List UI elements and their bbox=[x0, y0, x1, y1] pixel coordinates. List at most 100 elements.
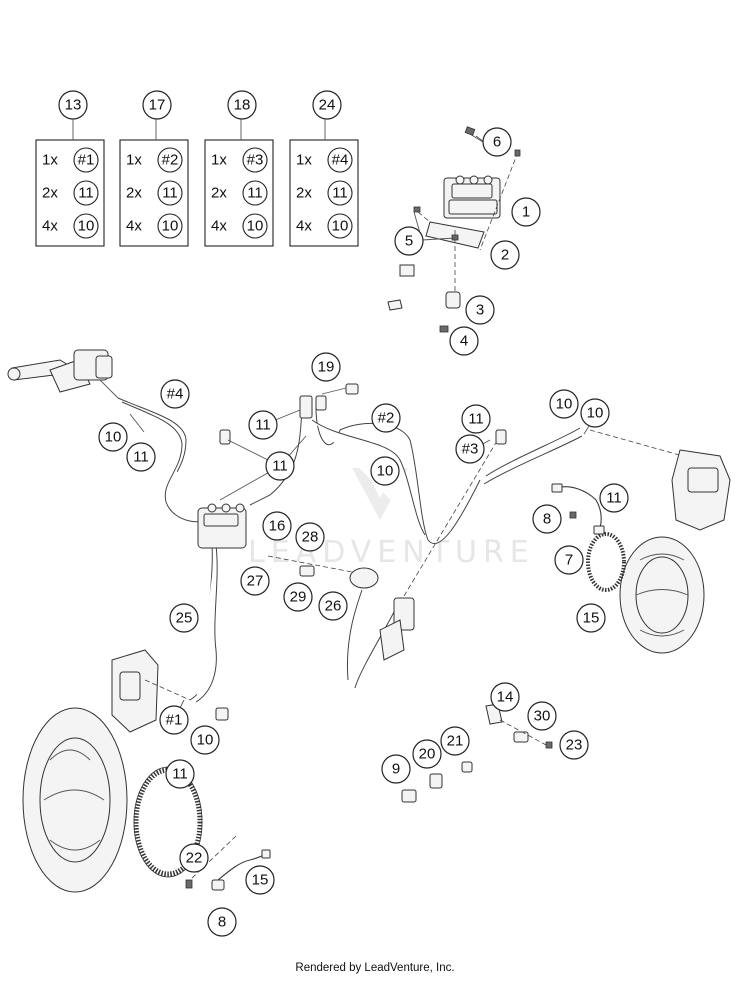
svg-text:6: 6 bbox=[493, 134, 501, 151]
kit-qty: 4x bbox=[42, 218, 58, 235]
kit-ref: 11 bbox=[247, 185, 263, 202]
kit-ref: #4 bbox=[332, 152, 349, 169]
svg-text:15: 15 bbox=[252, 872, 269, 889]
kit-ref: 10 bbox=[332, 218, 349, 235]
callout-11: 11 bbox=[165, 759, 195, 789]
callout-4: 4 bbox=[449, 326, 479, 356]
svg-text:11: 11 bbox=[606, 490, 622, 507]
kit-qty: 2x bbox=[42, 185, 58, 202]
kit-label: 13 bbox=[58, 90, 88, 120]
svg-text:10: 10 bbox=[587, 405, 604, 422]
callout-28: 28 bbox=[295, 522, 325, 552]
svg-text:13: 13 bbox=[65, 97, 82, 114]
callout-5: 5 bbox=[394, 226, 424, 256]
watermark-text: LEADVENTURE bbox=[248, 535, 535, 570]
kit-ref: 10 bbox=[162, 218, 179, 235]
svg-text:10: 10 bbox=[377, 463, 394, 480]
callout-8: 8 bbox=[532, 504, 562, 534]
abs-hydraulic-unit bbox=[197, 383, 359, 549]
rear-brake bbox=[551, 429, 731, 654]
kit-label: 18 bbox=[227, 90, 257, 120]
svg-text:1: 1 bbox=[522, 204, 530, 221]
kit-ref: 10 bbox=[247, 218, 264, 235]
kit-qty: 2x bbox=[126, 185, 142, 202]
kit-ref: 11 bbox=[162, 185, 178, 202]
callout-15: 15 bbox=[576, 603, 606, 633]
svg-text:4: 4 bbox=[460, 333, 468, 350]
callout-9: 9 bbox=[381, 754, 411, 784]
front-master-cylinder bbox=[7, 349, 119, 399]
callout-11: 11 bbox=[248, 410, 278, 440]
callout-19: 19 bbox=[311, 352, 341, 382]
callout-10: 10 bbox=[98, 422, 128, 452]
callout-2: 2 bbox=[490, 240, 520, 270]
kit-qty: 2x bbox=[296, 185, 312, 202]
rear-master-cylinder bbox=[267, 429, 507, 661]
svg-text:21: 21 bbox=[447, 733, 464, 750]
kit-ref: 11 bbox=[78, 185, 94, 202]
callout-30: 30 bbox=[527, 701, 557, 731]
callout-ref-1: #1 bbox=[159, 705, 189, 735]
kit-ref: #1 bbox=[78, 152, 95, 169]
svg-text:28: 28 bbox=[302, 529, 319, 546]
kit-qty: 4x bbox=[296, 218, 312, 235]
callout-11: 11 bbox=[599, 483, 629, 513]
svg-text:3: 3 bbox=[476, 302, 484, 319]
callout-10: 10 bbox=[549, 389, 579, 419]
svg-text:17: 17 bbox=[149, 97, 166, 114]
callout-16: 16 bbox=[262, 511, 292, 541]
svg-text:24: 24 bbox=[319, 97, 336, 114]
svg-text:9: 9 bbox=[392, 761, 400, 778]
callout-20: 20 bbox=[412, 739, 442, 769]
callout-11: 11 bbox=[126, 442, 156, 472]
svg-text:14: 14 bbox=[497, 689, 514, 706]
svg-text:26: 26 bbox=[325, 598, 342, 615]
callout-22: 22 bbox=[179, 843, 209, 873]
svg-text:#1: #1 bbox=[166, 712, 183, 729]
callout-ref-4: #4 bbox=[160, 379, 190, 409]
svg-text:18: 18 bbox=[234, 97, 251, 114]
svg-text:30: 30 bbox=[534, 708, 551, 725]
callout-10: 10 bbox=[580, 398, 610, 428]
callout-15: 15 bbox=[245, 865, 275, 895]
callout-11: 11 bbox=[461, 404, 491, 434]
svg-text:8: 8 bbox=[218, 914, 226, 931]
kit-qty: 2x bbox=[211, 185, 227, 202]
svg-text:2: 2 bbox=[501, 247, 509, 264]
callout-7: 7 bbox=[554, 545, 584, 575]
svg-text:11: 11 bbox=[272, 458, 288, 475]
footer-credit: Rendered by LeadVenture, Inc. bbox=[295, 962, 455, 974]
kit-ref: 11 bbox=[332, 185, 348, 202]
callout-10: 10 bbox=[370, 456, 400, 486]
svg-text:#4: #4 bbox=[167, 386, 184, 403]
kit-ref: #3 bbox=[247, 152, 264, 169]
svg-text:#2: #2 bbox=[378, 410, 395, 427]
svg-text:7: 7 bbox=[565, 552, 573, 569]
svg-text:23: 23 bbox=[566, 737, 583, 754]
kit-label: 17 bbox=[142, 90, 172, 120]
front-brake bbox=[22, 649, 271, 893]
svg-text:11: 11 bbox=[468, 411, 484, 428]
svg-text:25: 25 bbox=[176, 610, 193, 627]
svg-text:8: 8 bbox=[543, 511, 551, 528]
kit-qty: 1x bbox=[126, 152, 142, 169]
svg-text:15: 15 bbox=[583, 610, 600, 627]
callout-ref-3: #3 bbox=[455, 434, 485, 464]
part-callouts: 61523419#4#21111101110#31110101187151628… bbox=[98, 127, 629, 937]
callout-1: 1 bbox=[511, 197, 541, 227]
callout-27: 27 bbox=[240, 566, 270, 596]
svg-text:10: 10 bbox=[197, 732, 214, 749]
kit-ref: #2 bbox=[162, 152, 179, 169]
svg-text:11: 11 bbox=[133, 449, 149, 466]
callout-6: 6 bbox=[482, 127, 512, 157]
svg-text:27: 27 bbox=[247, 573, 264, 590]
svg-text:5: 5 bbox=[405, 233, 413, 250]
callout-14: 14 bbox=[490, 682, 520, 712]
connector-parts bbox=[401, 703, 553, 803]
abs-modulator-assembly bbox=[387, 126, 521, 333]
